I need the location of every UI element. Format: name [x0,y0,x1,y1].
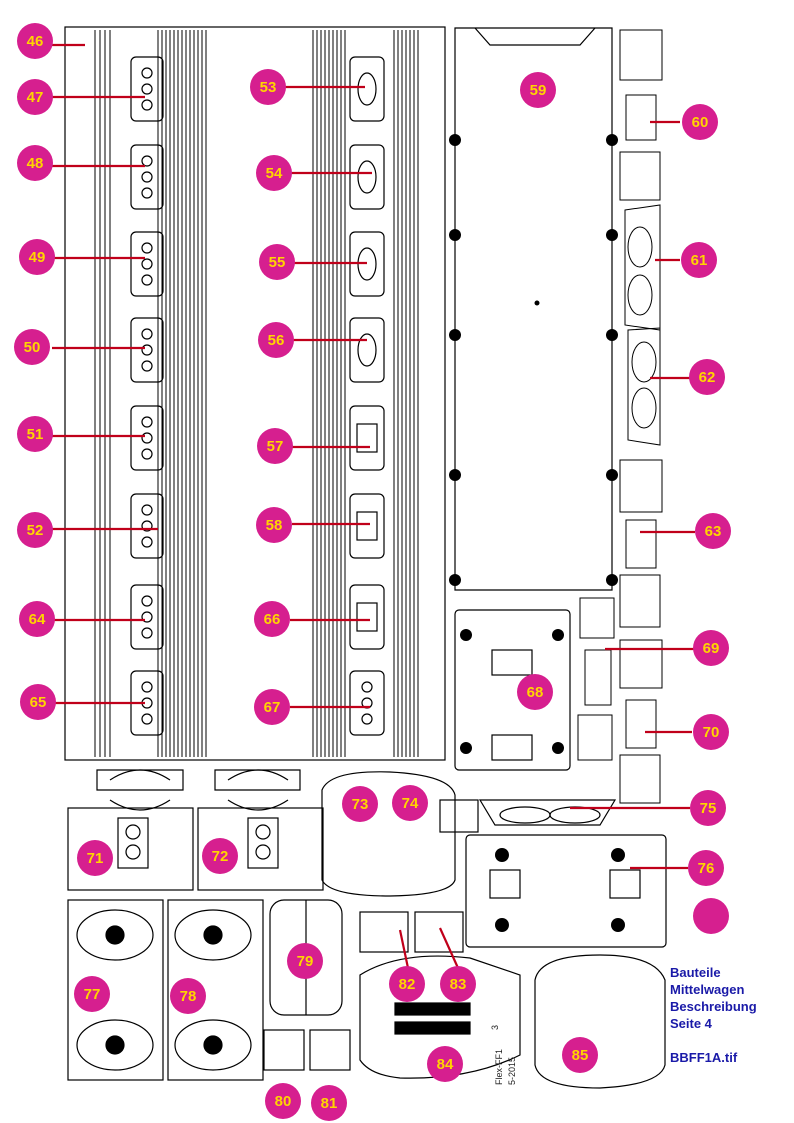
part-marker: 53 [250,69,286,105]
part-marker: 76 [688,850,724,886]
underfloor-78 [167,899,264,1081]
sheet-side-label: Flex-FF1 [494,1049,504,1085]
caption-file-name: BBFF1A.tif [670,1050,738,1065]
bogie-window-column-right [349,56,385,736]
part-marker: 74 [392,785,428,821]
bogie-window-column-left [130,56,164,736]
part-marker: 46 [17,23,53,59]
part-marker: 72 [202,838,238,874]
bogie-side-parts [577,29,663,804]
part-marker: 60 [682,104,718,140]
part-marker: 58 [256,507,292,543]
caption-line-3: Beschreibung [670,999,757,1014]
part-marker: 82 [389,966,425,1002]
part-marker: 68 [517,674,553,710]
floor-plate [454,27,613,591]
part-marker: 69 [693,630,729,666]
part-marker: 63 [695,513,731,549]
part-marker: 67 [254,689,290,725]
part-marker: 77 [74,976,110,1012]
part-marker: 84 [427,1046,463,1082]
bogie-frame-76 [465,834,667,948]
sheet-caption: Bauteile Mittelwagen Beschreibung Seite … [670,964,790,1066]
part-marker: 81 [311,1085,347,1121]
part-marker: 62 [689,359,725,395]
part-marker: 85 [562,1037,598,1073]
part-marker: 49 [19,239,55,275]
caption-line-4: Seite 4 [670,1016,712,1031]
part-marker: 79 [287,943,323,979]
part-marker: 64 [19,601,55,637]
sheet-part-number: 3 [490,1024,500,1030]
part-marker: 71 [77,840,113,876]
underfloor-77 [67,899,164,1081]
end-wall-72 [197,807,324,891]
part-marker: 83 [440,966,476,1002]
part-marker: 70 [693,714,729,750]
part-marker: 78 [170,978,206,1014]
part-marker: 52 [17,512,53,548]
end-wall-71 [67,807,194,891]
part-marker: 51 [17,416,53,452]
part-marker: 56 [258,322,294,358]
part-marker: 54 [256,155,292,191]
part-marker: 80 [265,1083,301,1119]
part-marker: 47 [17,79,53,115]
part-marker: 48 [17,145,53,181]
part-marker-unlabeled [693,898,729,934]
part-marker: 50 [14,329,50,365]
part-marker: 61 [681,242,717,278]
part-marker: 66 [254,601,290,637]
side-wall-panel [64,26,446,761]
caption-line-2: Mittelwagen [670,982,745,997]
part-marker: 73 [342,786,378,822]
roof-end-73 [321,771,456,897]
roof-end-85 [534,954,666,1089]
part-marker: 65 [20,684,56,720]
part-marker: 59 [520,72,556,108]
part-marker: 75 [690,790,726,826]
sheet-date-label: 5-2015 [507,1056,517,1085]
roof-end-84 [359,955,521,1079]
part-marker: 57 [257,428,293,464]
bogie-frame [454,609,571,771]
part-marker: 55 [259,244,295,280]
caption-line-1: Bauteile [670,965,721,980]
